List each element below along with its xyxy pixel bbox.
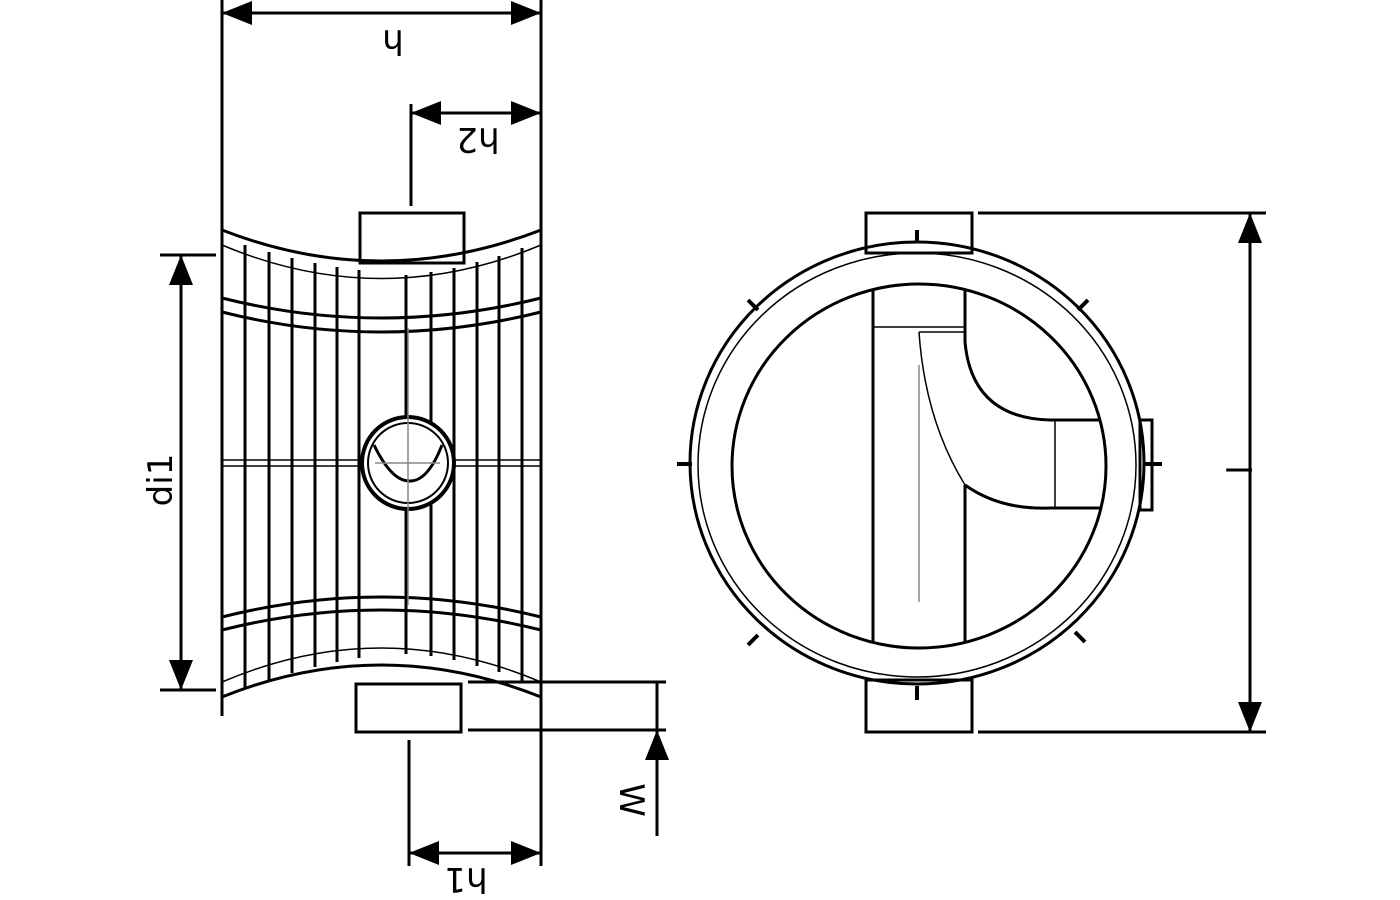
end-view: l (677, 211, 1266, 734)
bottom-socket (354, 682, 463, 734)
side-view: h h2 (141, 0, 669, 899)
dimension-h-label: h (382, 21, 404, 61)
dimension-di1-label: di1 (141, 454, 181, 507)
outer-ring-inner (697, 252, 1137, 678)
top-socket (358, 211, 466, 265)
channel-bend (963, 341, 1100, 422)
channel-bend (918, 331, 966, 486)
channel-bend (964, 483, 1100, 510)
tick-marks (677, 230, 1162, 700)
dimension-w-label: W (611, 783, 651, 817)
branch-opening (360, 328, 456, 605)
dimension-h2-label: h2 (456, 119, 499, 159)
dimension-h1-label: h1 (444, 859, 487, 899)
bottom-socket (864, 678, 974, 734)
dimension-l-label: l (1217, 465, 1257, 474)
saddle-curve (221, 228, 542, 263)
inner-wall (730, 282, 1108, 650)
